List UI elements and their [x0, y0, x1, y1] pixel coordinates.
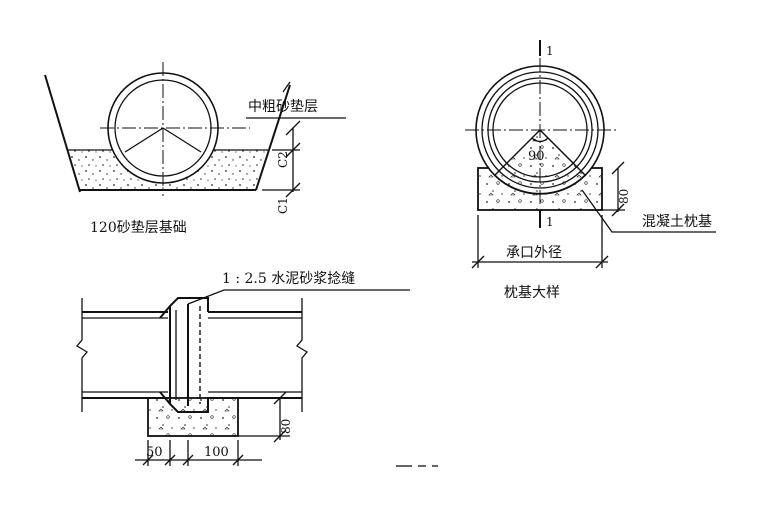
bdim-tick-2: [164, 454, 176, 466]
dim-80-bottom: 80: [279, 419, 293, 434]
trench-wall-tick: [282, 81, 291, 93]
break-mark-left: [76, 298, 88, 412]
dim-50: 50: [146, 445, 163, 460]
mortar-leader: [187, 289, 410, 305]
sector-edge-left: [494, 129, 541, 176]
bdim-tick-3: [182, 454, 194, 466]
section-mark-bottom: 1: [546, 215, 554, 229]
pillow-title: 枕基大样: [504, 284, 560, 301]
sand-bedding-view: 中粗砂垫层 C2 C1 120砂垫层基础: [44, 62, 346, 236]
dim-80-right: 80: [617, 189, 631, 204]
concrete-leader: [581, 189, 716, 233]
section-mark-top: 1: [546, 44, 554, 58]
dim-c2-label: C2: [276, 151, 290, 168]
socket-top: [159, 297, 209, 319]
support-angle-left: [124, 127, 164, 153]
pillow-base-view: 90 1 1 80 混凝土枕基 承口外径 枕基大样: [465, 40, 716, 301]
joint-pillow: [147, 397, 239, 437]
bdim-tick-4: [232, 454, 244, 466]
dim-100: 100: [204, 445, 229, 460]
dim80-tick-top: [611, 161, 625, 175]
mortar-joint-label: 1 : 2.5 水泥砂浆捻缝: [222, 271, 355, 287]
bdim80-tick-top: [273, 391, 287, 405]
trench-right-wall: [255, 84, 291, 191]
bdim-tick-1: [142, 454, 154, 466]
od-tick-right: [595, 255, 609, 269]
dim-c1-label: C1: [276, 197, 290, 214]
od-tick-left: [471, 255, 485, 269]
angle-value: 90: [528, 149, 545, 164]
trench-left-wall: [44, 74, 81, 193]
dim-tick-top: [285, 120, 301, 136]
socket-od-label: 承口外径: [506, 245, 562, 261]
joint-longitudinal-view: 1 : 2.5 水泥砂浆捻缝 80 50 100: [76, 271, 438, 467]
view-120-title: 120砂垫层基础: [90, 219, 187, 236]
concrete-base-label: 混凝土枕基: [642, 213, 712, 230]
sand-bedding-label: 中粗砂垫层: [248, 99, 318, 115]
sector-edge-right: [539, 129, 586, 176]
support-angle-right: [162, 127, 202, 153]
break-mark-right: [296, 298, 308, 412]
